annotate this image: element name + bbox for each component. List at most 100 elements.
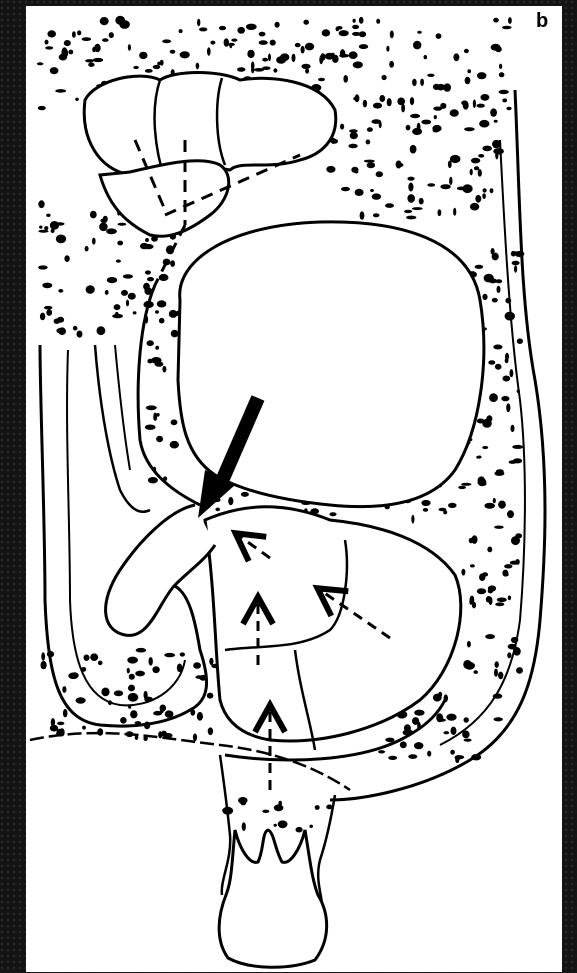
bone-speckle xyxy=(153,711,162,716)
bone-speckle xyxy=(504,564,512,568)
bone-speckle xyxy=(75,98,79,101)
bone-speckle xyxy=(162,39,171,43)
bone-speckle xyxy=(39,226,42,229)
bone-speckle xyxy=(72,31,76,38)
bone-speckle xyxy=(136,648,147,653)
bone-speckle xyxy=(475,265,484,269)
maxillary-sinus xyxy=(205,507,461,741)
bone-speckle xyxy=(461,101,468,106)
bone-speckle xyxy=(474,166,479,170)
bone-speckle xyxy=(406,125,411,131)
bone-speckle xyxy=(329,512,336,516)
bone-speckle xyxy=(421,500,430,506)
bone-speckle xyxy=(127,657,138,664)
bone-speckle xyxy=(406,216,416,220)
bone-speckle xyxy=(99,223,108,232)
bone-speckle xyxy=(51,718,55,726)
bone-speckle xyxy=(349,129,358,133)
bone-speckle xyxy=(386,46,389,52)
bone-speckle xyxy=(37,62,44,65)
bone-speckle xyxy=(350,132,358,139)
bone-speckle xyxy=(301,46,305,54)
bone-speckle xyxy=(296,827,303,833)
bone-speckle xyxy=(86,285,95,294)
bone-speckle xyxy=(352,32,360,36)
bone-speckle xyxy=(47,30,56,37)
bone-speckle xyxy=(77,30,81,35)
bone-speckle xyxy=(494,120,498,123)
bone-speckle xyxy=(478,169,482,177)
bone-speckle xyxy=(180,652,185,656)
bone-speckle xyxy=(353,19,356,23)
bone-speckle xyxy=(421,120,431,125)
bone-speckle xyxy=(147,340,154,346)
bone-speckle xyxy=(412,207,423,210)
alveolar-left xyxy=(220,755,230,895)
bone-speckle xyxy=(408,754,417,759)
bone-speckle xyxy=(145,270,151,274)
bone-speckle xyxy=(488,588,493,593)
bone-speckle xyxy=(270,40,276,46)
bone-speckle xyxy=(238,797,248,804)
bone-speckle xyxy=(123,274,133,278)
bone-speckle xyxy=(262,810,269,813)
bone-speckle xyxy=(38,265,48,269)
bone-speckle xyxy=(446,714,456,721)
bone-speckle xyxy=(305,43,314,51)
bone-speckle xyxy=(128,693,139,702)
bone-speckle xyxy=(159,318,165,324)
bone-speckle xyxy=(489,597,493,605)
bone-speckle xyxy=(42,283,52,289)
bone-speckle xyxy=(224,38,229,47)
bone-speckle xyxy=(145,425,156,430)
bone-speckle xyxy=(502,98,507,102)
bone-speckle xyxy=(505,358,509,363)
bone-speckle xyxy=(46,309,52,316)
bone-speckle xyxy=(491,44,501,51)
bone-speckle xyxy=(339,30,349,36)
bone-speckle xyxy=(482,294,487,300)
bone-speckle xyxy=(197,19,200,26)
bone-speckle xyxy=(262,58,268,62)
bone-speckle xyxy=(102,38,109,42)
bone-speckle xyxy=(114,304,121,310)
bone-speckle xyxy=(68,50,73,55)
bone-speckle xyxy=(149,657,153,666)
bone-speckle xyxy=(94,44,100,52)
bone-speckle xyxy=(115,16,125,25)
bone-speckle xyxy=(400,741,407,748)
bone-speckle xyxy=(153,65,161,69)
bone-speckle xyxy=(502,570,508,577)
bone-speckle xyxy=(511,251,516,257)
bone-speckle xyxy=(85,59,94,62)
bone-speckle xyxy=(464,127,475,131)
bone-speckle xyxy=(170,260,175,267)
bone-speckle xyxy=(180,51,190,58)
bone-speckle xyxy=(458,486,466,489)
bone-speckle xyxy=(151,357,162,364)
bone-speckle xyxy=(499,72,505,77)
bone-speckle xyxy=(319,55,323,64)
bone-speckle xyxy=(495,602,504,606)
bone-speckle xyxy=(179,29,183,33)
bone-speckle xyxy=(219,26,226,30)
bone-speckle xyxy=(64,255,69,262)
bone-speckle xyxy=(55,89,66,93)
bone-speckle xyxy=(273,68,277,72)
bone-speckle xyxy=(493,148,504,154)
bone-speckle xyxy=(433,694,442,702)
bone-speckle xyxy=(464,739,472,742)
bone-speckle xyxy=(511,536,520,545)
bone-speckle xyxy=(449,177,452,185)
bone-speckle xyxy=(41,652,45,661)
bone-speckle xyxy=(146,405,157,410)
bone-speckle xyxy=(397,98,405,106)
bone-speckle xyxy=(467,69,471,73)
bone-speckle xyxy=(162,366,166,373)
bone-speckle xyxy=(506,403,510,412)
bone-speckle xyxy=(246,24,257,30)
bone-speckle xyxy=(448,503,457,508)
bone-speckle xyxy=(493,498,496,503)
bone-speckle xyxy=(470,596,475,604)
bone-speckle xyxy=(71,672,79,678)
